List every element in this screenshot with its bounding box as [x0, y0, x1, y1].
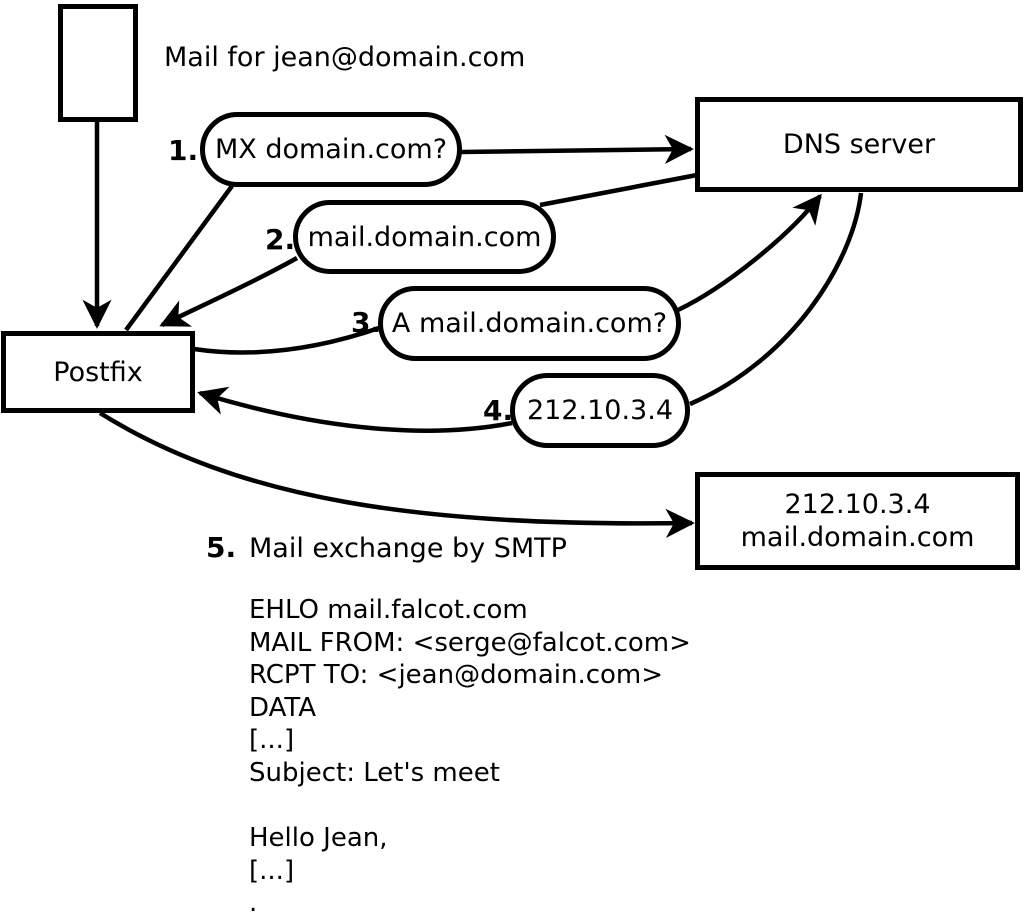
smtp-line: DATA — [249, 692, 316, 723]
dns-server-box: DNS server — [695, 97, 1023, 192]
mail-server-hostname: mail.domain.com — [740, 522, 975, 553]
smtp-line: RCPT TO: <jean@domain.com> — [249, 660, 664, 691]
mail-envelope — [58, 4, 138, 122]
pill-mx-query: MX domain.com? — [200, 112, 462, 187]
pill-a-query-label: A mail.domain.com? — [391, 308, 668, 339]
arrow-a-answer-to-postfix — [197, 386, 513, 433]
line-postfix-to-mx-query — [124, 184, 234, 332]
step-number-3: 3. — [351, 306, 382, 339]
smtp-line-terminator: . — [249, 888, 258, 919]
postfix-label: Postfix — [53, 356, 143, 388]
line-dns-to-a-answer — [689, 192, 864, 407]
pill-mx-query-label: MX domain.com? — [214, 134, 448, 165]
arrow-mx-query-to-dns — [460, 134, 694, 164]
pill-a-query: A mail.domain.com? — [378, 286, 681, 361]
dns-server-label: DNS server — [782, 129, 936, 160]
smtp-step-label: Mail exchange by SMTP — [249, 533, 567, 564]
smtp-line: [...] — [249, 725, 295, 756]
mail-server-box: 212.10.3.4 mail.domain.com — [695, 472, 1020, 570]
smtp-line-blank — [249, 790, 691, 823]
smtp-line: MAIL FROM: <serge@falcot.com> — [249, 627, 691, 658]
smtp-line: [...] — [249, 855, 295, 886]
line-dns-to-mx-answer — [539, 172, 698, 208]
arrow-postfix-to-mailserver — [98, 411, 695, 539]
pill-mx-answer: mail.domain.com — [293, 200, 556, 274]
pill-a-answer: 212.10.3.4 — [510, 373, 690, 448]
postfix-box: Postfix — [1, 331, 195, 413]
smtp-line: Hello Jean, — [249, 823, 388, 854]
smtp-line: EHLO mail.falcot.com — [249, 595, 528, 625]
caption: Mail for jean@domain.com — [164, 42, 526, 73]
step-number-4: 4. — [483, 394, 514, 427]
pill-mx-answer-label: mail.domain.com — [307, 221, 542, 253]
arrow-a-query-to-dns — [677, 193, 822, 313]
line-postfix-to-a-query — [193, 324, 383, 355]
pill-a-answer-label: 212.10.3.4 — [527, 395, 673, 426]
mail-server-ip: 212.10.3.4 — [784, 489, 931, 520]
step-number-5: 5. — [206, 531, 237, 564]
step-number-2: 2. — [265, 223, 296, 256]
smtp-line: Subject: Let's meet — [249, 757, 500, 788]
smtp-session: EHLO mail.falcot.com MAIL FROM: <serge@f… — [249, 594, 691, 919]
step-number-1: 1. — [168, 134, 199, 167]
arrow-mx-answer-to-postfix — [159, 256, 299, 328]
